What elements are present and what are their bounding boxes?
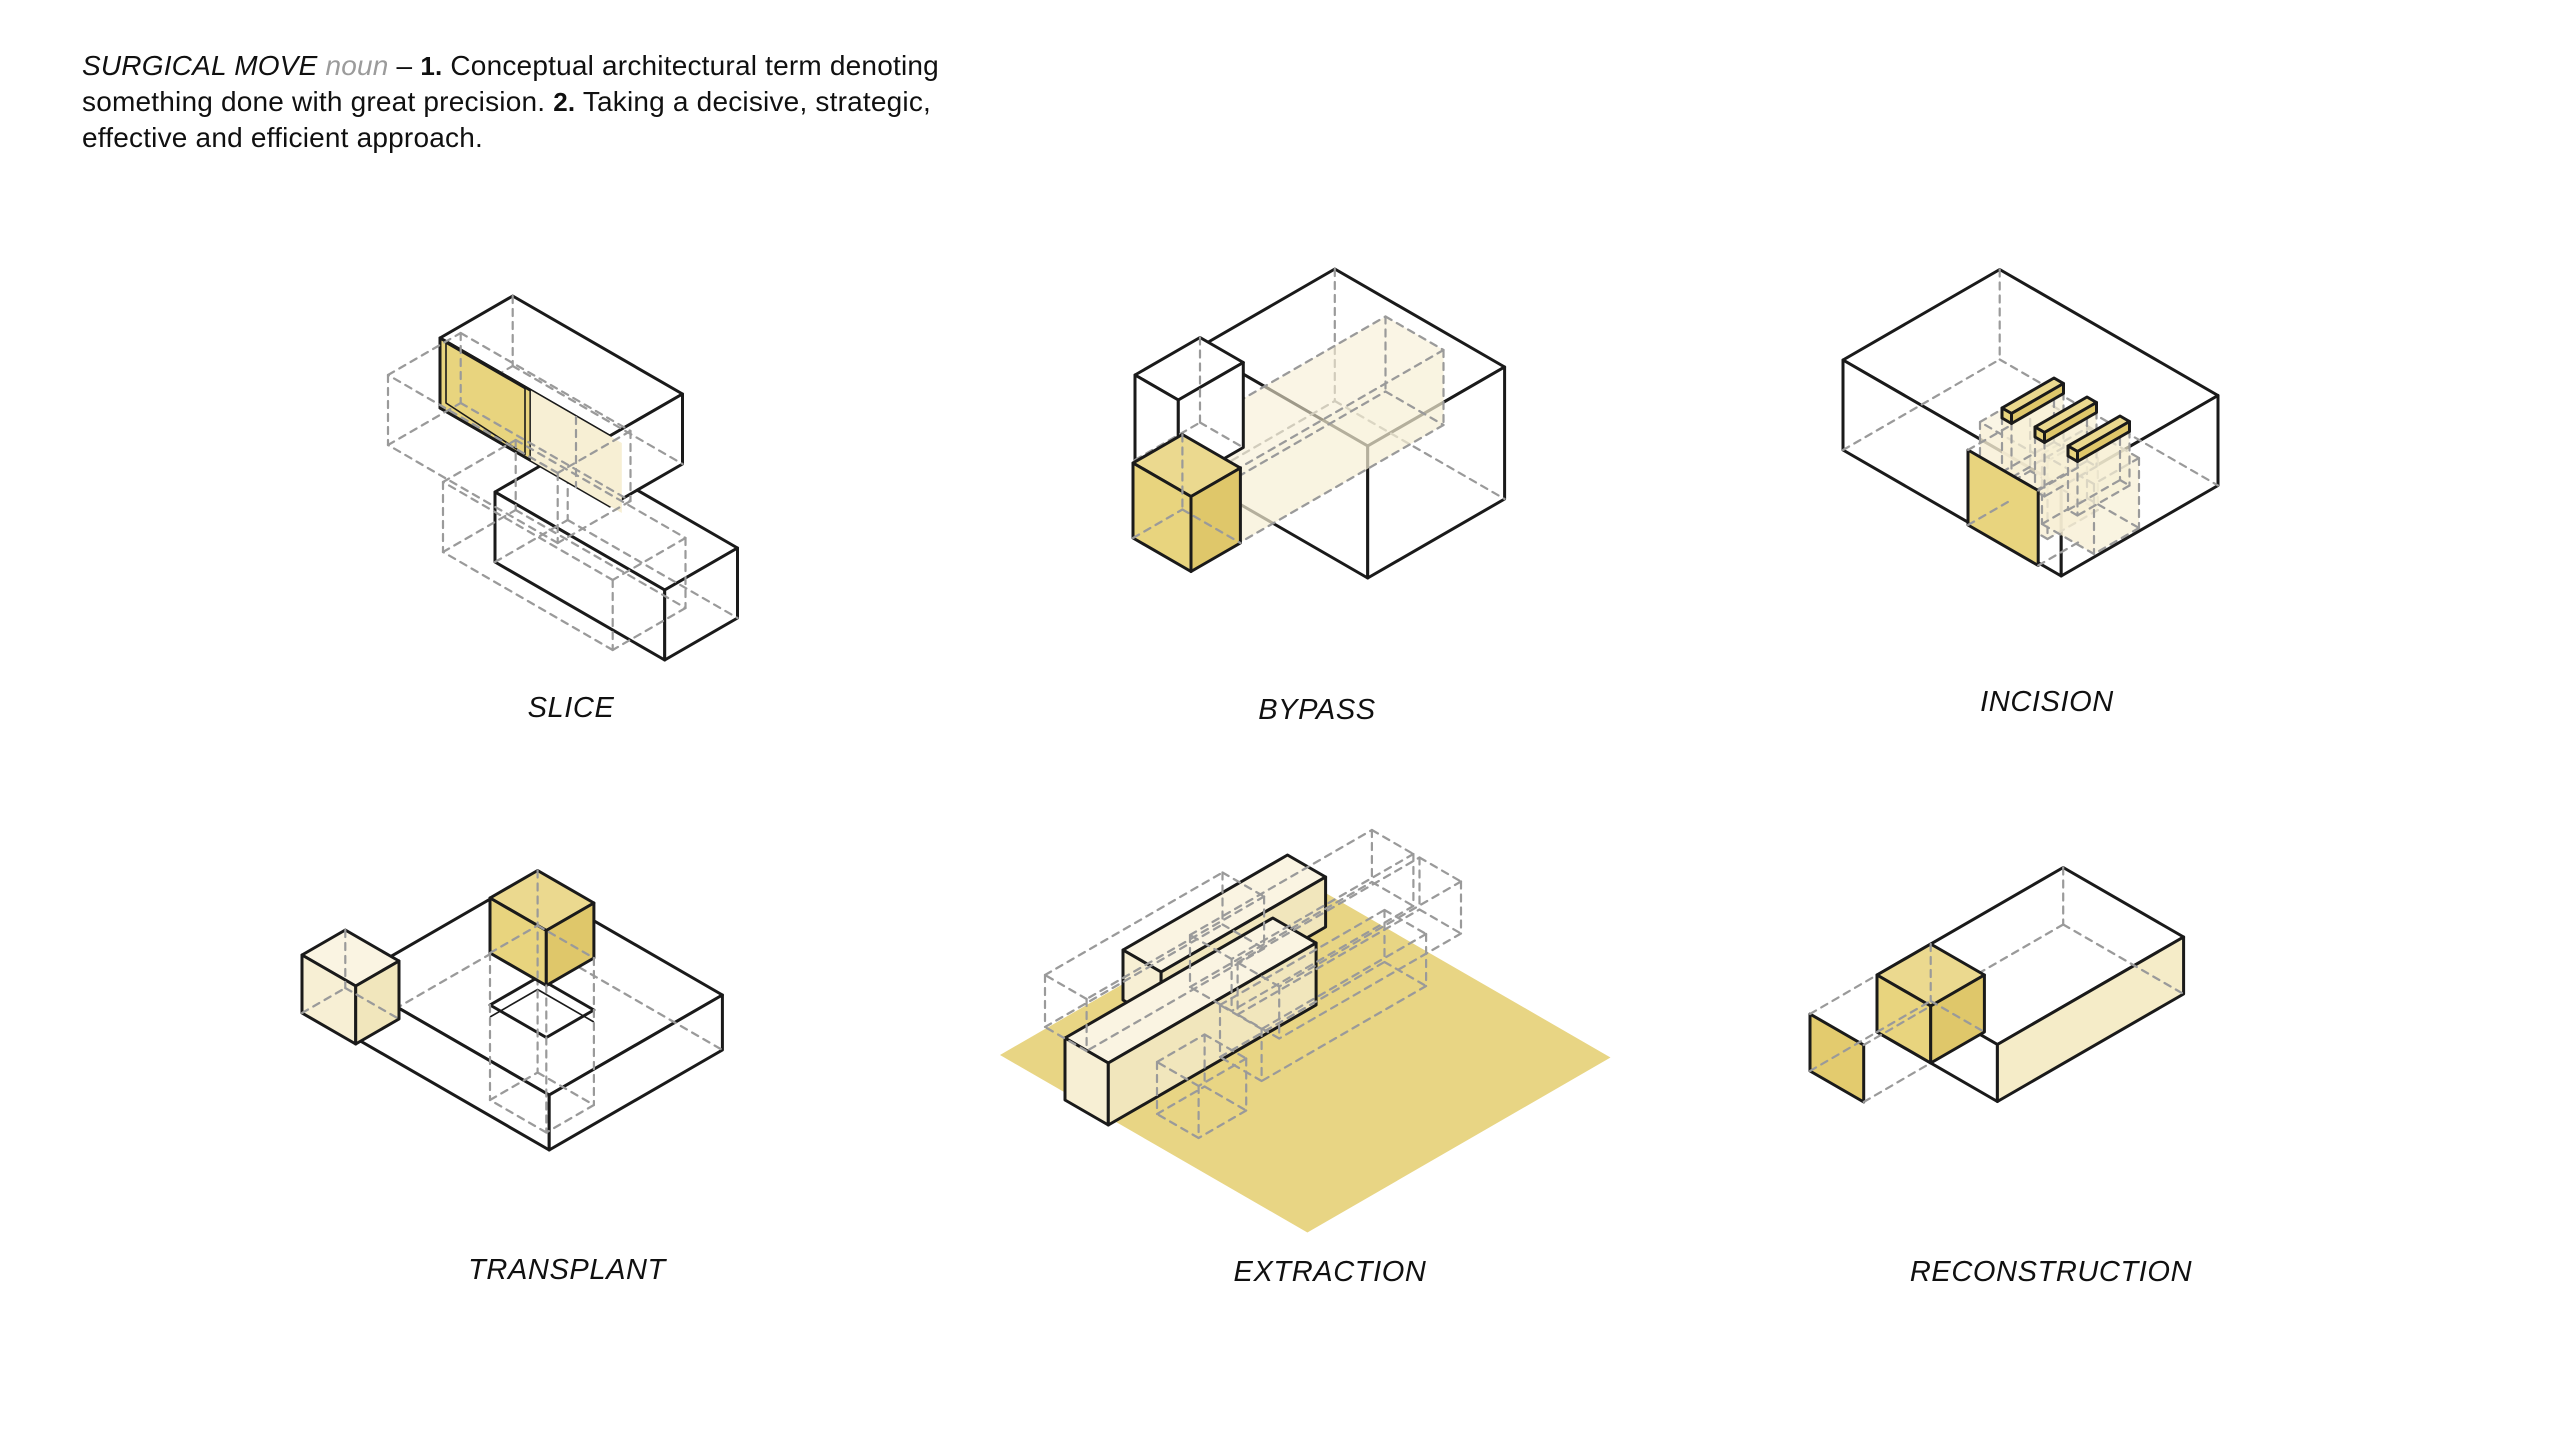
- bypass-illustration: [1131, 267, 1507, 580]
- transplant-panel: [290, 850, 870, 1250]
- sense-1-text: Conceptual architectural term denoting: [450, 50, 939, 81]
- bypass-panel: [1090, 240, 1590, 660]
- reconstruction-illustration: [1808, 866, 2186, 1104]
- incision-label: INCISION: [1980, 686, 2114, 718]
- sense-1-text-cont: something done with great precision.: [82, 86, 546, 117]
- sense-1-number: 1.: [420, 51, 443, 81]
- part-of-speech: noun: [325, 50, 389, 81]
- definition-line-2: something done with great precision. 2. …: [82, 84, 1122, 120]
- slice-illustration: [386, 294, 739, 662]
- definition-line-1: SURGICAL MOVE noun – 1. Conceptual archi…: [82, 48, 1122, 84]
- definition-text: SURGICAL MOVE noun – 1. Conceptual archi…: [82, 48, 1122, 156]
- term: SURGICAL MOVE: [82, 50, 318, 81]
- sense-2-text: Taking a decisive, strategic,: [582, 86, 931, 117]
- extraction-illustration: [1000, 828, 1611, 1233]
- reconstruction-panel: [1808, 850, 2350, 1210]
- transplant-label: TRANSPLANT: [468, 1254, 666, 1286]
- incision-panel: [1830, 240, 2310, 660]
- slice-panel: [360, 240, 840, 662]
- slice-label: SLICE: [527, 692, 615, 724]
- transplant-illustration: [300, 869, 724, 1152]
- definition-line-3: effective and efficient approach.: [82, 120, 1122, 156]
- sense-2-text-cont: effective and efficient approach.: [82, 122, 483, 153]
- extraction-panel: [985, 800, 1725, 1240]
- reconstruction-label: RECONSTRUCTION: [1909, 1256, 2193, 1288]
- separator-dash: –: [396, 50, 413, 81]
- incision-illustration: [1841, 268, 2220, 578]
- sense-2-number: 2.: [553, 87, 576, 117]
- extraction-label: EXTRACTION: [1233, 1256, 1427, 1288]
- bypass-label: BYPASS: [1258, 694, 1376, 726]
